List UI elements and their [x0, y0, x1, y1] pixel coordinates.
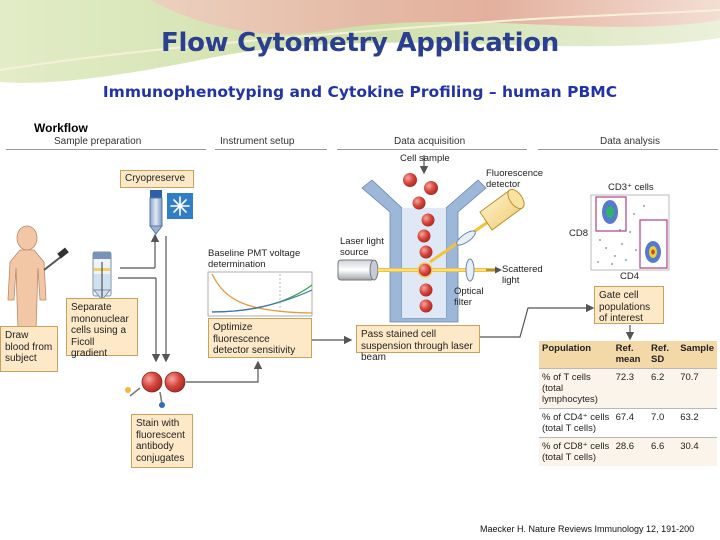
table-row: % of T cells (total lymphocytes) 72.3 6.… — [539, 368, 717, 409]
table-cell: % of CD4⁺ cells (total T cells) — [539, 408, 613, 438]
population-table-wrap: Population Ref. mean Ref. SD Sample % of… — [539, 341, 717, 466]
cryopreserve-box: Cryopreserve — [120, 170, 194, 188]
stage-data-acquisition: Data acquisition — [394, 136, 466, 147]
table-header: Population — [539, 341, 613, 369]
stage-divider — [538, 149, 718, 150]
scattered-light-label: Scattered light — [502, 264, 543, 286]
table-cell: 72.3 — [612, 368, 649, 409]
population-table: Population Ref. mean Ref. SD Sample % of… — [539, 341, 717, 466]
draw-blood-box: Draw blood from subject — [0, 326, 58, 372]
cd8-axis-label: CD8 — [569, 228, 589, 239]
table-header: Ref. SD — [648, 341, 678, 369]
table-row: % of CD8⁺ cells (total T cells) 28.6 6.6… — [539, 437, 717, 466]
table-cell: 28.6 — [612, 437, 649, 466]
table-cell: % of CD8⁺ cells (total T cells) — [539, 437, 613, 466]
pmt-voltage-plot — [207, 271, 313, 317]
fluorescence-detector-label: Fluorescence detector — [486, 168, 544, 190]
stage-data-analysis: Data analysis — [600, 136, 661, 147]
slide-subtitle: Immunophenotyping and Cytokine Profiling… — [102, 83, 618, 101]
stage-instrument-setup: Instrument setup — [220, 136, 295, 147]
table-header-row: Population Ref. mean Ref. SD Sample — [539, 341, 717, 369]
optimize-detector-box: Optimize fluorescence detector sensitivi… — [208, 318, 312, 358]
table-header: Sample — [677, 341, 717, 369]
table-cell: 7.0 — [648, 408, 678, 438]
dot-plot-icon — [590, 194, 670, 271]
table-cell: 63.2 — [677, 408, 717, 438]
cell-sample-label: Cell sample — [400, 153, 450, 164]
table-cell: 67.4 — [612, 408, 649, 438]
optical-filter-label: Optical filter — [454, 286, 484, 308]
stage-divider — [337, 149, 527, 150]
table-cell: 6.2 — [648, 368, 678, 409]
table-row: % of CD4⁺ cells (total T cells) 67.4 7.0… — [539, 408, 717, 438]
fluorescence-detector-icon — [479, 188, 525, 231]
gate-populations-box: Gate cell populations of interest — [594, 286, 664, 324]
workflow-label: Workflow — [34, 121, 88, 135]
syringe-icon — [43, 247, 69, 271]
cd3-cells-label: CD3⁺ cells — [608, 182, 654, 193]
table-cell: 30.4 — [677, 437, 717, 466]
stain-antibody-box: Stain with fluorescent antibody conjugat… — [131, 414, 193, 468]
top-banner-decoration — [0, 0, 720, 83]
cd4-axis-label: CD4 — [620, 271, 640, 282]
flow-cells — [403, 173, 438, 313]
laser-source-icon — [337, 259, 418, 281]
table-cell: 6.6 — [648, 437, 678, 466]
table-header: Ref. mean — [612, 341, 649, 369]
workflow-diagram — [7, 155, 670, 408]
stained-cells-icon — [125, 371, 186, 408]
snowflake-icon — [167, 193, 193, 219]
cryovial-icon — [149, 190, 163, 235]
optical-filter-icon — [465, 258, 475, 282]
human-figure-icon — [7, 225, 47, 331]
table-cell: % of T cells (total lymphocytes) — [539, 368, 613, 409]
pass-cells-box: Pass stained cell suspension through las… — [356, 325, 480, 363]
stage-divider — [215, 149, 327, 150]
laser-light-source-label: Laser light source — [340, 236, 384, 258]
separate-cells-box: Separate mononuclear cells using a Ficol… — [66, 298, 138, 359]
stage-divider — [6, 149, 206, 150]
citation: Maecker H. Nature Reviews Immunology 12,… — [480, 524, 695, 534]
baseline-pmt-label: Baseline PMT voltage determination — [208, 248, 301, 270]
stage-sample-preparation: Sample preparation — [54, 136, 142, 147]
table-cell: 70.7 — [677, 368, 717, 409]
slide-title: Flow Cytometry Application — [161, 28, 559, 58]
flow-cell-icon — [361, 155, 487, 323]
